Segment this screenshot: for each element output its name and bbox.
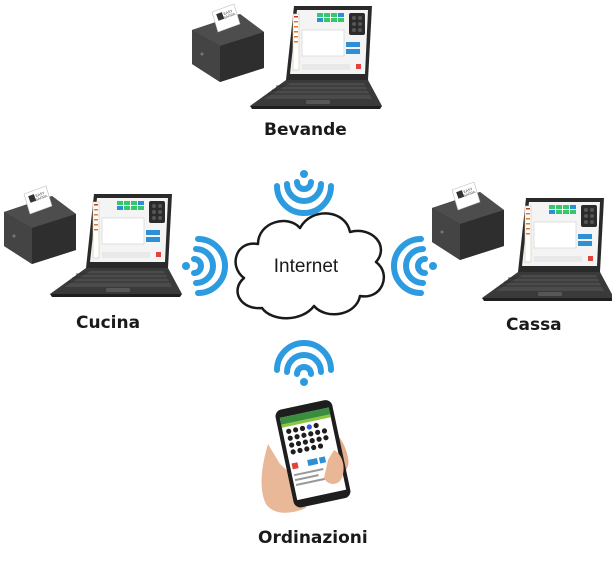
bevande-station (191, 3, 383, 110)
cassa-station (431, 181, 612, 302)
smartphone-icon (261, 398, 352, 513)
wifi-icon (394, 239, 437, 293)
cucina-station (3, 185, 183, 298)
bevande-label: Bevande (264, 120, 347, 140)
receipt-printer-icon (3, 185, 77, 265)
cucina-label: Cucina (76, 313, 141, 333)
cloud-icon: Internet (234, 212, 386, 320)
wifi-icon (182, 239, 225, 293)
wifi-icon (277, 343, 331, 386)
receipt-printer-icon (431, 181, 505, 261)
laptop-icon (249, 5, 383, 110)
ordinazioni-label: Ordinazioni (258, 528, 368, 548)
cassa-label: Cassa (506, 315, 562, 335)
cloud-label: Internet (274, 256, 339, 277)
wifi-icon (277, 170, 331, 213)
receipt-printer-icon (191, 3, 265, 83)
